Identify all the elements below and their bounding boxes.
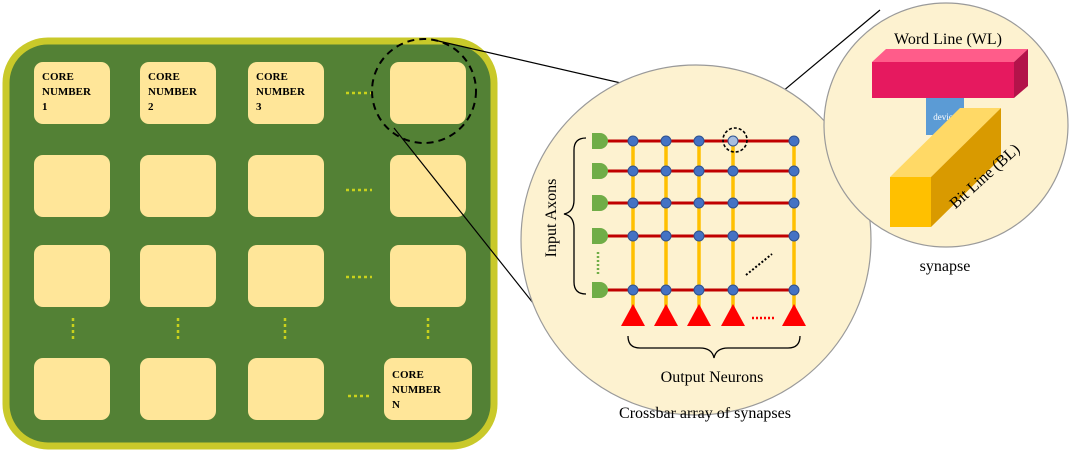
crossbar-array: Input Axons Output Neurons bbox=[520, 64, 872, 416]
synapse-node bbox=[693, 135, 705, 147]
core-tile bbox=[34, 245, 110, 307]
node-highlight-circle bbox=[722, 127, 748, 153]
core-1: CORE NUMBER 1 bbox=[34, 62, 110, 124]
synapse-detail: Word Line (WL) device Bit Line (BL) bbox=[823, 2, 1069, 248]
synapse-node bbox=[627, 284, 639, 296]
core-3: CORE NUMBER 3 bbox=[248, 62, 324, 124]
input-axons-brace bbox=[563, 137, 587, 295]
synapse-node-highlighted bbox=[727, 135, 739, 147]
bit-line-bar-top bbox=[890, 108, 1001, 177]
synapse-node bbox=[660, 197, 672, 209]
core-tile bbox=[384, 358, 472, 420]
synapse-node bbox=[693, 165, 705, 177]
core-tile bbox=[34, 62, 110, 124]
axon-shape bbox=[592, 195, 608, 211]
synapse-node bbox=[788, 135, 800, 147]
synapse-node bbox=[727, 165, 739, 177]
core-n-label-line2: NUMBER bbox=[392, 384, 442, 396]
neuron-triangle bbox=[782, 304, 806, 326]
synapse-node bbox=[660, 165, 672, 177]
synapse-node bbox=[727, 230, 739, 242]
neuron-triangle bbox=[721, 304, 745, 326]
chip-board bbox=[2, 37, 498, 450]
synapse-caption: synapse bbox=[920, 258, 971, 275]
synapse-node bbox=[788, 165, 800, 177]
word-line-label: Word Line (WL) bbox=[894, 31, 1002, 48]
core-tile bbox=[140, 245, 216, 307]
core-tile bbox=[248, 62, 324, 124]
bit-line-bar-front bbox=[890, 177, 931, 227]
axon-shape bbox=[592, 133, 608, 149]
core-tile bbox=[34, 155, 110, 217]
synapse-node bbox=[660, 135, 672, 147]
device-label: device bbox=[933, 112, 956, 122]
chip: CORE NUMBER 1 CORE NUMBER 2 CORE NUMBER … bbox=[2, 37, 498, 450]
word-line-bar-side bbox=[1014, 49, 1028, 98]
axon-shape bbox=[592, 228, 608, 244]
core-tile bbox=[140, 155, 216, 217]
neuron-triangle bbox=[687, 304, 711, 326]
zoom-highlight-circle bbox=[371, 38, 477, 144]
output-neurons-label: Output Neurons bbox=[661, 369, 764, 386]
synapse-node bbox=[727, 197, 739, 209]
synapse-node bbox=[788, 230, 800, 242]
synapse-node bbox=[627, 135, 639, 147]
core-tile bbox=[34, 358, 110, 420]
core-3-label-line1: CORE bbox=[256, 71, 288, 83]
synapse-node bbox=[788, 197, 800, 209]
core-tile bbox=[140, 62, 216, 124]
synapse-node bbox=[660, 284, 672, 296]
core-n-label-line3: N bbox=[392, 399, 400, 411]
core-1-label-line3: 1 bbox=[42, 101, 48, 113]
core-2-label-line3: 2 bbox=[148, 101, 154, 113]
word-line-bar-front bbox=[872, 62, 1014, 98]
core-tile bbox=[390, 155, 466, 217]
core-tile bbox=[248, 155, 324, 217]
word-line-bar-top bbox=[872, 49, 1028, 62]
synapse-nodes bbox=[627, 135, 800, 296]
core-2: CORE NUMBER 2 bbox=[140, 62, 216, 124]
synapse-node bbox=[627, 230, 639, 242]
output-neurons-brace bbox=[627, 335, 801, 359]
core-tile bbox=[140, 358, 216, 420]
core-3-label-line2: NUMBER bbox=[256, 86, 306, 98]
synapse-node bbox=[693, 284, 705, 296]
synapse-node bbox=[693, 230, 705, 242]
core-1-label-line2: NUMBER bbox=[42, 86, 92, 98]
synapse-node bbox=[727, 284, 739, 296]
core-2-label-line2: NUMBER bbox=[148, 86, 198, 98]
core-tile bbox=[248, 358, 324, 420]
core-1-label-line1: CORE bbox=[42, 71, 74, 83]
core-tile bbox=[390, 62, 466, 124]
diagonal-ellipsis-dots bbox=[745, 253, 773, 276]
core-tile bbox=[248, 245, 324, 307]
input-axons-label: Input Axons bbox=[543, 179, 560, 258]
synapse-node bbox=[660, 230, 672, 242]
bit-line-bar-side bbox=[931, 108, 1001, 227]
core-tile bbox=[390, 245, 466, 307]
neuron-triangle bbox=[621, 304, 645, 326]
neuron-triangle bbox=[654, 304, 678, 326]
crossbar-caption: Crossbar array of synapses bbox=[619, 405, 791, 422]
output-neurons bbox=[621, 304, 806, 326]
synapse-node bbox=[788, 284, 800, 296]
input-axons bbox=[592, 133, 608, 298]
synapse-node bbox=[627, 165, 639, 177]
synapse-node bbox=[693, 197, 705, 209]
axon-shape bbox=[592, 163, 608, 179]
core-n-label-line1: CORE bbox=[392, 369, 424, 381]
core-3-label-line3: 3 bbox=[256, 101, 262, 113]
synapse-node bbox=[627, 197, 639, 209]
core-n: CORE NUMBER N bbox=[384, 358, 472, 420]
axon-shape bbox=[592, 282, 608, 298]
core-2-label-line1: CORE bbox=[148, 71, 180, 83]
